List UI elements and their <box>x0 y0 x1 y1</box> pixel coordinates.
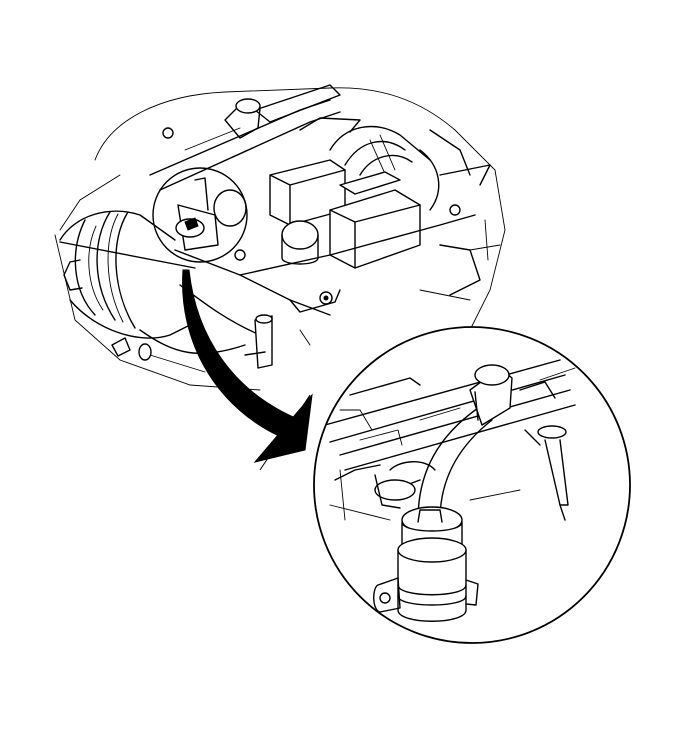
engine-assembly <box>54 84 506 391</box>
fuel-pressure-regulator <box>373 506 479 622</box>
pointer-arrow <box>182 269 313 471</box>
detail-locator-circle <box>152 167 248 263</box>
detail-callout <box>313 326 631 644</box>
vacuum-hose <box>417 364 513 521</box>
fuel-rail <box>324 359 576 521</box>
